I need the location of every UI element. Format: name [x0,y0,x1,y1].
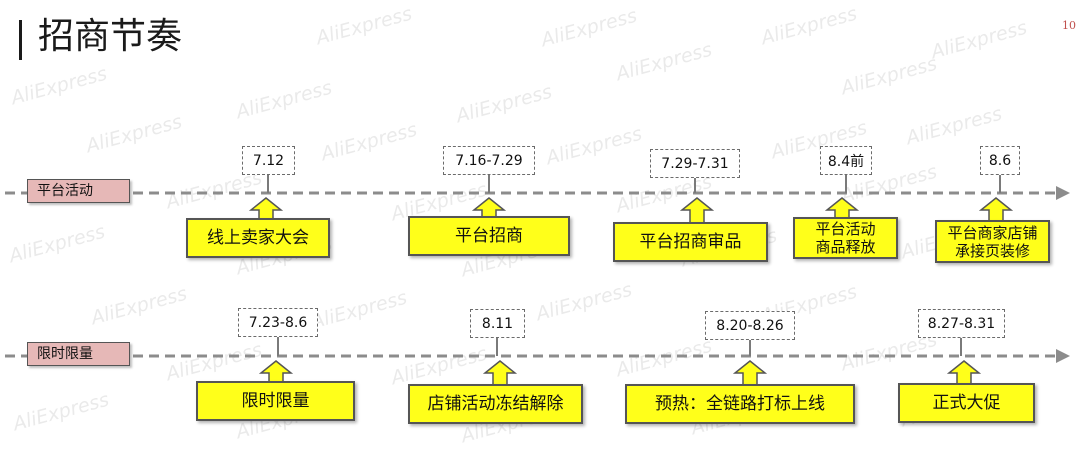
milestone-date: 8.6 [980,146,1020,175]
milestone-event-text: 平台招商 [455,226,523,246]
timeline-label: 平台活动 [27,179,130,203]
milestone-event: 店铺活动冻结解除 [408,384,583,424]
timeline-arrowhead-icon [1056,186,1070,200]
milestone-event: 平台商家店铺 承接页装修 [935,220,1050,263]
milestone-event: 平台活动 商品释放 [793,217,898,259]
milestone-event: 预热：全链路打标上线 [625,384,855,424]
up-arrow-icon [679,197,715,226]
milestone-date: 7.29-7.31 [650,149,740,178]
milestone-event-text: 正式大促 [932,393,1001,413]
milestone-event-text: 平台商家店铺 [947,223,1038,242]
milestone-event-text: 线上卖家大会 [207,228,309,248]
milestone-date: 7.12 [242,146,295,175]
timeline-label: 限时限量 [27,342,130,366]
milestone-event-text: 平台招商审品 [639,232,742,252]
milestone-event-text: 平台活动 [815,220,876,238]
milestone-event: 正式大促 [898,383,1035,423]
page-number: 10 [1062,19,1076,32]
milestone-date: 8.20-8.26 [705,311,795,340]
milestone-date: 7.23-8.6 [238,308,318,337]
milestone-event-text: 店铺活动冻结解除 [427,394,564,414]
milestone-event-text: 预热：全链路打标上线 [655,394,825,414]
milestone-event: 限时限量 [196,381,355,421]
milestone-date: 7.16-7.29 [443,146,535,175]
milestone-date: 8.11 [470,309,525,338]
milestone-event: 平台招商 [408,216,570,256]
milestone-date: 8.4前 [820,146,872,175]
milestone-date: 8.27-8.31 [918,309,1005,338]
slide-title: 招商节奏 [38,16,183,57]
milestone-event-text: 商品释放 [815,238,876,256]
milestone-event-text: 限时限量 [241,391,310,411]
title-accent-bar [19,20,22,60]
timeline-arrowhead-icon [1056,349,1070,363]
milestone-event: 线上卖家大会 [186,218,330,258]
milestone-event-text: 承接页装修 [954,241,1030,260]
milestone-event: 平台招商审品 [613,222,768,262]
